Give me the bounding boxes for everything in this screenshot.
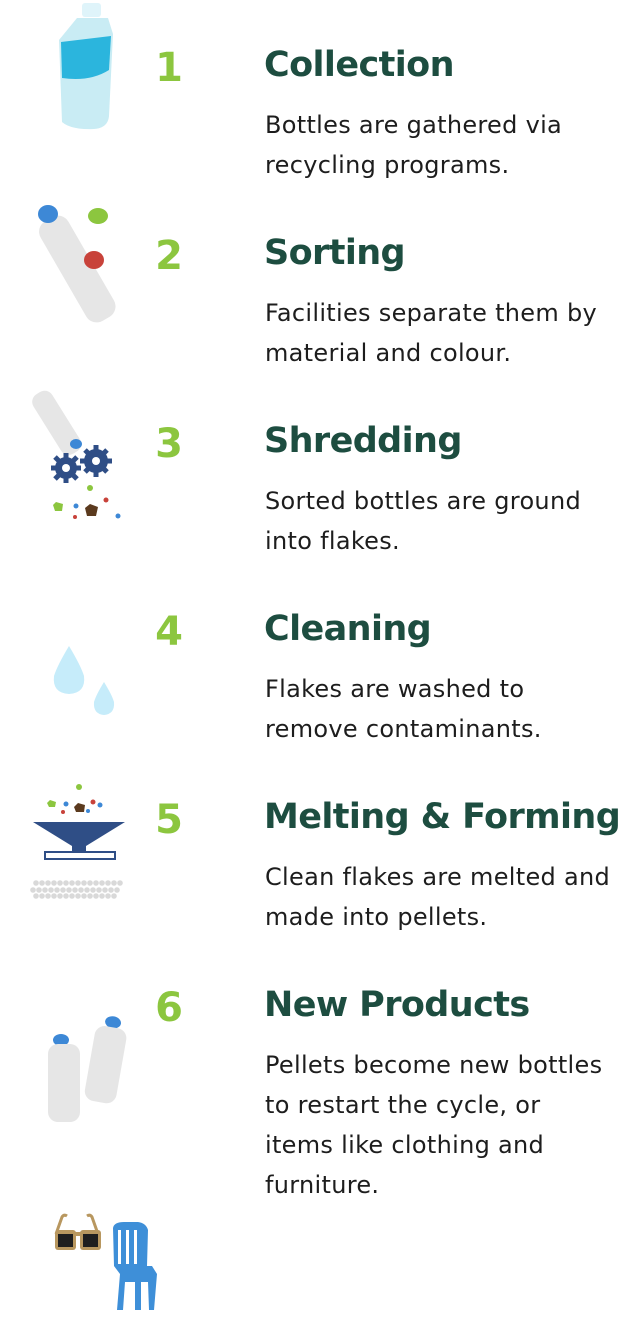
step-shredding: 3 Shredding Sorted bottles are ground in… <box>0 0 622 570</box>
step-number: 5 <box>155 797 183 843</box>
step-sorting: 2 Sorting Facilities separate them by ma… <box>0 0 622 380</box>
chair-icon <box>108 1222 168 1317</box>
step-number: 3 <box>155 421 183 467</box>
step-description: Bottles are gathered via recycling progr… <box>265 111 563 179</box>
step-title: Shredding <box>264 421 462 461</box>
step-description: Sorted bottles are ground into flakes. <box>265 487 581 555</box>
step-title: Cleaning <box>264 609 432 649</box>
step-number: 6 <box>155 985 183 1031</box>
shredder-gears-icon <box>32 382 127 532</box>
step-description: Flakes are washed to remove contaminants… <box>265 675 542 743</box>
step-title: Sorting <box>264 233 406 273</box>
funnel-pellets-icon <box>30 780 130 905</box>
step-cleaning: 4 Cleaning Flakes are washed to remove c… <box>50 609 542 743</box>
water-bottle-icon <box>50 0 120 140</box>
step-description: Pellets become new bottles to restart th… <box>265 1051 603 1199</box>
step-number: 2 <box>155 233 183 279</box>
step-number: 4 <box>155 609 183 655</box>
sorting-bottle-caps-icon <box>34 198 124 335</box>
step-title: New Products <box>264 985 530 1025</box>
step-collection: 1 Collection Bottles are gathered via re… <box>0 0 622 190</box>
step-title: Melting & Forming <box>264 797 621 837</box>
step-description: Facilities separate them by material and… <box>265 299 598 367</box>
step-number: 1 <box>155 45 183 91</box>
step-description: Clean flakes are melted and made into pe… <box>265 863 611 931</box>
step-title: Collection <box>264 45 455 85</box>
water-drops-icon <box>50 640 120 725</box>
new-bottles-icon <box>44 1012 129 1129</box>
sunglasses-icon <box>52 1212 104 1259</box>
step-melting-forming: 5 Melting & Forming Clean flakes are mel… <box>30 780 621 931</box>
